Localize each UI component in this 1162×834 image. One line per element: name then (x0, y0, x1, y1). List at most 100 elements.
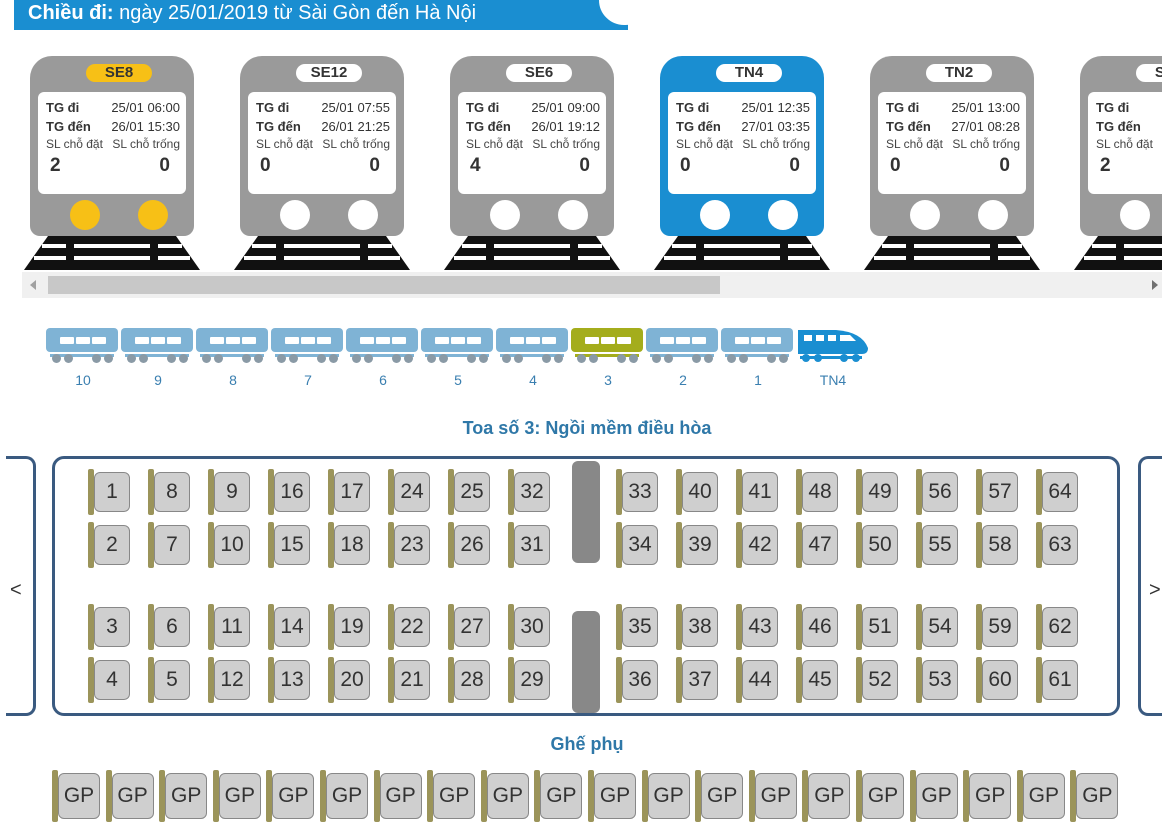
seat-25[interactable]: 25 (448, 469, 490, 515)
seat-35[interactable]: 35 (616, 604, 658, 650)
seat-59[interactable]: 59 (976, 604, 1018, 650)
seat-27[interactable]: 27 (448, 604, 490, 650)
seat-43[interactable]: 43 (736, 604, 778, 650)
seat-54[interactable]: 54 (916, 604, 958, 650)
extra-seat[interactable]: GP (534, 770, 583, 822)
extra-seat[interactable]: GP (695, 770, 744, 822)
seat-52[interactable]: 52 (856, 657, 898, 703)
extra-seat[interactable]: GP (1070, 770, 1119, 822)
seat-30[interactable]: 30 (508, 604, 550, 650)
seat-47[interactable]: 47 (796, 522, 838, 568)
seat-53[interactable]: 53 (916, 657, 958, 703)
next-coach-button[interactable]: > (1138, 456, 1162, 716)
seat-22[interactable]: 22 (388, 604, 430, 650)
seat-1[interactable]: 1 (88, 469, 130, 515)
extra-seat[interactable]: GP (802, 770, 851, 822)
seat-42[interactable]: 42 (736, 522, 778, 568)
seat-32[interactable]: 32 (508, 469, 550, 515)
scrollbar-thumb[interactable] (48, 276, 720, 294)
seat-63[interactable]: 63 (1036, 522, 1078, 568)
seat-11[interactable]: 11 (208, 604, 250, 650)
seat-16[interactable]: 16 (268, 469, 310, 515)
extra-seat[interactable]: GP (909, 770, 958, 822)
coach-10[interactable]: 10 (46, 326, 120, 392)
seat-40[interactable]: 40 (676, 469, 718, 515)
seat-37[interactable]: 37 (676, 657, 718, 703)
seat-5[interactable]: 5 (148, 657, 190, 703)
seat-20[interactable]: 20 (328, 657, 370, 703)
scroll-left-arrow-icon[interactable] (30, 280, 36, 290)
seat-33[interactable]: 33 (616, 469, 658, 515)
coach-6[interactable]: 6 (346, 326, 420, 392)
seat-12[interactable]: 12 (208, 657, 250, 703)
extra-seat[interactable]: GP (856, 770, 904, 822)
coach-3[interactable]: 3 (571, 326, 645, 392)
seat-39[interactable]: 39 (676, 522, 718, 568)
seat-2[interactable]: 2 (88, 522, 130, 568)
seat-45[interactable]: 45 (796, 657, 838, 703)
extra-seat[interactable]: GP (480, 770, 529, 822)
extra-seat[interactable]: GP (427, 770, 476, 822)
seat-64[interactable]: 64 (1036, 469, 1078, 515)
locomotive[interactable]: TN4 (796, 326, 870, 392)
seat-21[interactable]: 21 (388, 657, 430, 703)
coach-2[interactable]: 2 (646, 326, 720, 392)
seat-4[interactable]: 4 (88, 657, 130, 703)
seat-18[interactable]: 18 (328, 522, 370, 568)
seat-41[interactable]: 41 (736, 469, 778, 515)
previous-coach-button[interactable]: < (6, 456, 36, 716)
seat-62[interactable]: 62 (1036, 604, 1078, 650)
seat-15[interactable]: 15 (268, 522, 310, 568)
extra-seat[interactable]: GP (373, 770, 422, 822)
seat-24[interactable]: 24 (388, 469, 430, 515)
seat-29[interactable]: 29 (508, 657, 550, 703)
coach-9[interactable]: 9 (121, 326, 195, 392)
seat-38[interactable]: 38 (676, 604, 718, 650)
extra-seat[interactable]: GP (588, 770, 636, 822)
seat-13[interactable]: 13 (268, 657, 310, 703)
scroll-right-arrow-icon[interactable] (1152, 280, 1158, 290)
coach-8[interactable]: 8 (196, 326, 270, 392)
seat-58[interactable]: 58 (976, 522, 1018, 568)
extra-seat[interactable]: GP (266, 770, 315, 822)
coach-4[interactable]: 4 (496, 326, 570, 392)
extra-seat[interactable]: GP (963, 770, 1012, 822)
extra-seat[interactable]: GP (159, 770, 208, 822)
seat-56[interactable]: 56 (916, 469, 958, 515)
seat-26[interactable]: 26 (448, 522, 490, 568)
seat-3[interactable]: 3 (88, 604, 130, 650)
seat-6[interactable]: 6 (148, 604, 190, 650)
extra-seat[interactable]: GP (1016, 770, 1065, 822)
extra-seat[interactable]: GP (105, 770, 154, 822)
seat-34[interactable]: 34 (616, 522, 658, 568)
seat-8[interactable]: 8 (148, 469, 190, 515)
seat-50[interactable]: 50 (856, 522, 898, 568)
seat-28[interactable]: 28 (448, 657, 490, 703)
seat-7[interactable]: 7 (148, 522, 190, 568)
seat-14[interactable]: 14 (268, 604, 310, 650)
seat-36[interactable]: 36 (616, 657, 658, 703)
coach-5[interactable]: 5 (421, 326, 495, 392)
seat-60[interactable]: 60 (976, 657, 1018, 703)
extra-seat[interactable]: GP (52, 770, 100, 822)
extra-seat[interactable]: GP (212, 770, 261, 822)
seat-49[interactable]: 49 (856, 469, 898, 515)
seat-9[interactable]: 9 (208, 469, 250, 515)
seat-61[interactable]: 61 (1036, 657, 1078, 703)
seat-44[interactable]: 44 (736, 657, 778, 703)
extra-seat[interactable]: GP (748, 770, 797, 822)
seat-17[interactable]: 17 (328, 469, 370, 515)
coach-1[interactable]: 1 (721, 326, 795, 392)
extra-seat[interactable]: GP (641, 770, 690, 822)
seat-55[interactable]: 55 (916, 522, 958, 568)
seat-10[interactable]: 10 (208, 522, 250, 568)
seat-19[interactable]: 19 (328, 604, 370, 650)
seat-31[interactable]: 31 (508, 522, 550, 568)
horizontal-scrollbar[interactable] (22, 272, 1162, 298)
